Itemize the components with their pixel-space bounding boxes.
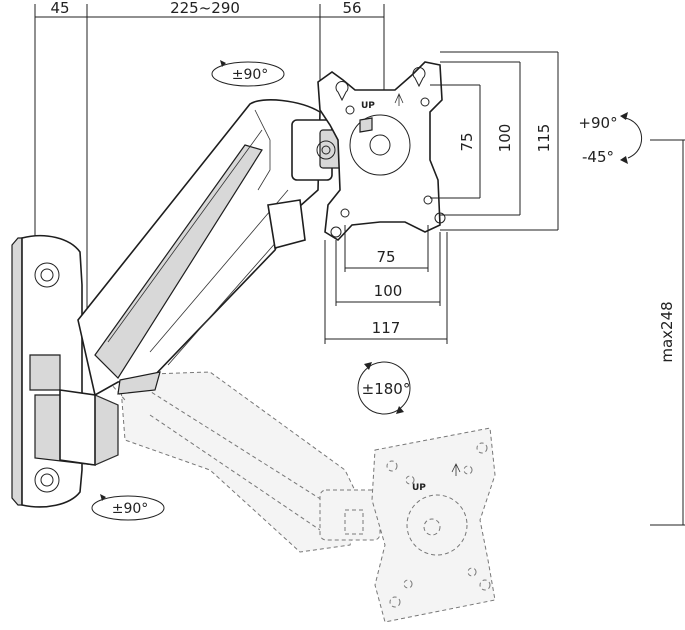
lowered-arm-ghost [87,329,496,623]
swivel-wall-label: ±90° [112,501,149,517]
tilt-joint [291,119,343,181]
plate-depth-label: 56 [342,0,361,17]
plate-up-marking: UP [361,101,375,111]
swivel-plate-rotation [211,60,285,87]
vesa-small-vertical-label: 75 [458,132,476,151]
vesa-small-horizontal-label: 75 [376,248,395,266]
plate-height-label: 115 [535,124,553,153]
rotate-indicator [357,361,411,415]
height-travel-label: max248 [658,301,676,362]
tilt-down-label: -45° [582,148,614,166]
top-dimension-lines [34,4,385,320]
bottom-dimension-lines [324,225,448,344]
vesa-large-vertical-label: 100 [496,124,514,153]
vesa-plate [317,61,446,242]
right-dimension-lines [430,51,559,231]
ghost-up-arrow-icon [451,463,461,476]
ghost-plate-up-marking: UP [412,483,426,493]
tilt-up-label: +90° [578,114,617,132]
vesa-large-horizontal-label: 100 [374,282,403,300]
height-travel-dimension [650,139,685,526]
swivel-plate-label: ±90° [232,67,269,83]
wall-offset-label: 45 [50,0,69,17]
plate-width-label: 117 [372,319,401,337]
wall-plate [11,234,83,508]
up-arrow-icon [394,93,404,106]
tilt-rotation [620,112,643,164]
upper-arm [77,99,321,397]
swivel-wall-rotation [91,494,165,521]
rotate-label: ±180° [362,380,411,398]
arm-reach-label: 225~290 [170,0,240,17]
lower-arm [34,389,119,466]
